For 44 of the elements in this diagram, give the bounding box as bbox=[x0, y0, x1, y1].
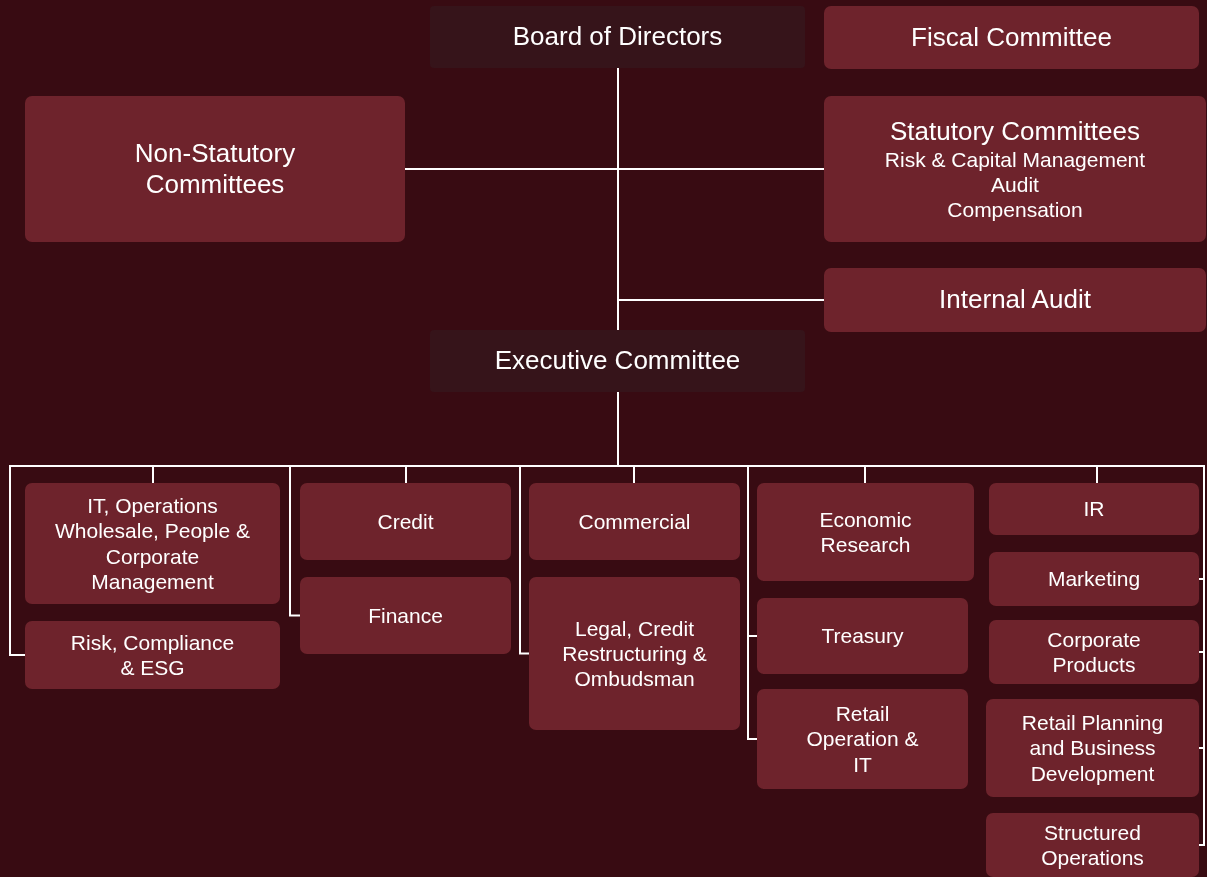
connector-line bbox=[617, 67, 619, 331]
box-title: Economic Research bbox=[818, 506, 913, 558]
org-box bbox=[529, 577, 740, 730]
org-box bbox=[757, 483, 974, 581]
box-text: Audit bbox=[991, 172, 1039, 198]
box-title: Treasury bbox=[821, 623, 904, 649]
box-title: Legal, Credit Restructuring & Ombudsman bbox=[561, 615, 708, 692]
org-box bbox=[824, 6, 1199, 69]
org-box bbox=[986, 699, 1199, 797]
box-title: Corporate Products bbox=[1046, 626, 1142, 678]
org-box bbox=[25, 483, 280, 604]
org-box bbox=[25, 96, 405, 242]
box-title: Statutory Committees bbox=[890, 115, 1140, 147]
org-box bbox=[986, 813, 1199, 877]
org-box bbox=[989, 483, 1199, 535]
box-title: Retail Operation & IT bbox=[805, 701, 920, 777]
org-box bbox=[25, 621, 280, 689]
box-title: Structured Operations bbox=[1040, 819, 1145, 871]
box-title: Internal Audit bbox=[939, 284, 1091, 316]
box-title: Retail Planning and Business Development bbox=[1020, 710, 1165, 786]
org-box bbox=[989, 552, 1199, 606]
box-title: Credit bbox=[377, 508, 434, 535]
org-box bbox=[824, 96, 1206, 242]
header-box bbox=[430, 6, 805, 68]
org-box bbox=[824, 268, 1206, 332]
org-box bbox=[757, 689, 968, 789]
org-box bbox=[757, 598, 968, 674]
org-box bbox=[989, 620, 1199, 684]
box-text: Compensation bbox=[947, 197, 1083, 223]
box-title: Marketing bbox=[1047, 566, 1141, 592]
org-box bbox=[529, 483, 740, 560]
box-title: IT, Operations Wholesale, People & Corporate Management bbox=[54, 493, 251, 594]
org-box bbox=[300, 577, 511, 654]
box-text: Risk & Capital Management bbox=[884, 146, 1146, 172]
box-title: Finance bbox=[368, 602, 443, 629]
box-title: Board of Directors bbox=[512, 21, 723, 53]
org-box bbox=[300, 483, 511, 560]
box-title: IR bbox=[1083, 496, 1105, 522]
box-title: Executive Committee bbox=[494, 345, 741, 377]
box-title: Risk, Compliance & ESG bbox=[69, 629, 236, 681]
box-title: Commercial bbox=[578, 508, 691, 535]
box-title: Fiscal Committee bbox=[911, 21, 1112, 54]
header-box bbox=[430, 330, 805, 392]
box-title: Non-Statutory Committees bbox=[133, 137, 297, 201]
